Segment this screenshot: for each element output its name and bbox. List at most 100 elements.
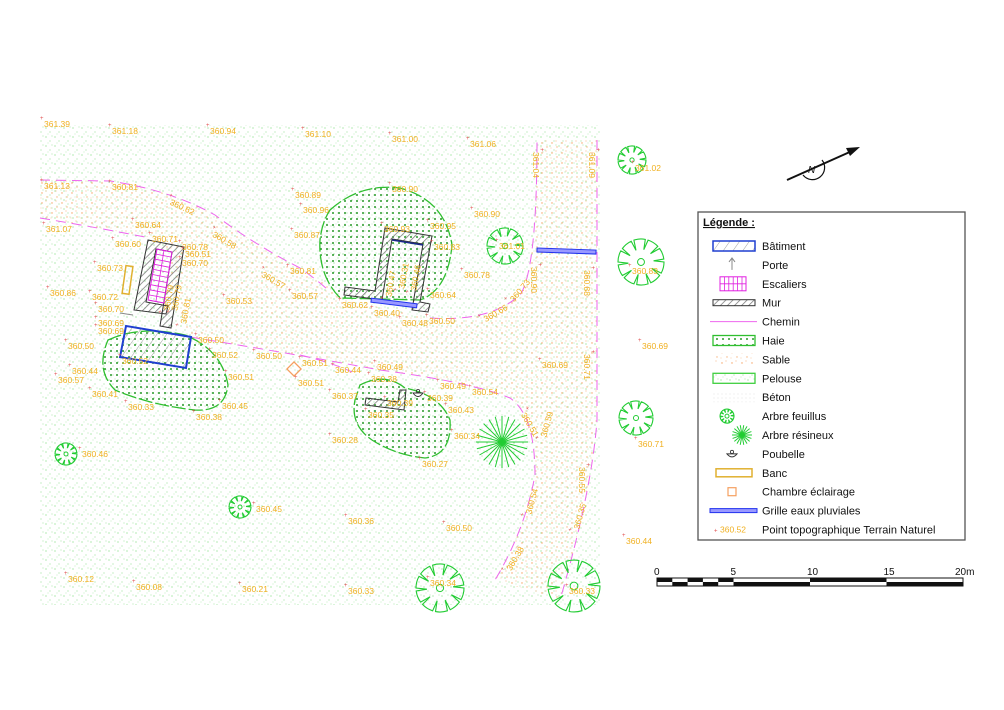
svg-text:+: + — [466, 136, 470, 142]
spot-height: +361.09 — [587, 148, 600, 178]
svg-text:+: + — [477, 313, 483, 320]
spot-height-label: 360.90 — [474, 209, 500, 219]
spot-height-label: 360.60 — [115, 239, 141, 249]
spot-height-label: 360.51 — [228, 372, 254, 382]
spot-height-label: 360.39 — [427, 393, 453, 403]
spot-height: +361.06 — [466, 136, 496, 149]
legend-item-arbre-feuillus: Arbre feuillus — [719, 408, 827, 424]
spot-height: +360.21 — [238, 581, 268, 594]
spot-height-label: 361.07 — [46, 224, 72, 234]
spot-height-label: 360.47 — [383, 270, 397, 298]
svg-text:+: + — [714, 529, 718, 535]
spot-height: +360.81 — [108, 179, 138, 192]
spot-height: +360.34 — [450, 428, 480, 441]
svg-text:+: + — [291, 187, 295, 193]
svg-text:+: + — [423, 390, 427, 396]
beton-area — [389, 243, 421, 302]
svg-text:+: + — [218, 398, 222, 404]
spot-height: +360.71 — [148, 231, 178, 244]
legend-point-sample: 360.52 — [720, 525, 746, 535]
spot-height: +360.72 — [88, 289, 118, 302]
svg-text:+: + — [94, 301, 98, 307]
spot-height-label: 360.46 — [408, 264, 422, 292]
svg-text:+: + — [388, 181, 392, 187]
hedge-bottom — [353, 378, 451, 459]
spot-height-label: 360.71 — [152, 234, 178, 244]
spot-height: +360.71 — [634, 436, 664, 449]
svg-text:+: + — [68, 363, 72, 369]
legend-symbol-chambre-icon — [727, 487, 737, 497]
spot-height: +360.44 — [331, 362, 361, 375]
svg-text:+: + — [436, 378, 440, 384]
spot-height: +360.50 — [64, 338, 94, 351]
legend-label: Mur — [762, 298, 781, 310]
storm-grate — [370, 297, 418, 309]
spot-height: +360.69 — [94, 315, 124, 328]
svg-text:+: + — [500, 566, 507, 572]
spot-height-label: 360.57 — [58, 375, 84, 385]
spot-height-label: 360.81 — [112, 182, 138, 192]
legend-item-haie: Haie — [712, 334, 785, 348]
svg-text:+: + — [40, 178, 44, 184]
spot-height-label: 360.86 — [50, 288, 76, 298]
legend-symbol-arbre-feuillus-icon — [719, 408, 735, 424]
spot-height: +360.33 — [565, 583, 595, 596]
svg-text:+: + — [194, 332, 198, 338]
deciduous-tree-icon — [617, 145, 647, 175]
spot-height-label: 360.33 — [128, 402, 154, 412]
spot-height-label: 360.70 — [182, 258, 208, 268]
spot-height: +360.83 — [628, 263, 658, 276]
svg-text:+: + — [370, 305, 374, 311]
spot-height: +360.49 — [436, 378, 466, 391]
spot-height: +360.87 — [290, 227, 320, 240]
legend-label: Escaliers — [762, 279, 807, 291]
lighting-chamber — [286, 361, 302, 377]
svg-text:+: + — [178, 239, 182, 245]
spot-height-label: 360.83 — [434, 242, 460, 252]
spot-height-label: 360.94 — [210, 126, 236, 136]
spot-height: +360.51 — [294, 375, 324, 388]
spot-height-label: 360.81 — [178, 297, 192, 325]
spot-height-label: 360.50 — [429, 316, 455, 326]
spot-height: +360.94 — [206, 123, 236, 136]
legend: Légende : BâtimentPorteEscaliersMurChemi… — [697, 211, 966, 541]
legend-label: Béton — [762, 392, 791, 404]
legend-symbol-grille-icon — [709, 508, 758, 514]
wall-stairs — [133, 239, 185, 329]
svg-text:+: + — [338, 297, 342, 303]
spot-height: +361.39 — [40, 116, 70, 129]
spot-height: +360.52 — [118, 353, 148, 366]
spot-height-label: 360.72 — [92, 292, 118, 302]
spot-height: +360.46 — [405, 264, 423, 294]
scale-tick-label: 20m — [955, 567, 974, 578]
svg-text:+: + — [64, 338, 68, 344]
svg-text:+: + — [211, 225, 217, 232]
spot-height-label: 361.02 — [635, 163, 661, 173]
svg-text:+: + — [94, 315, 98, 321]
spot-height: +360.81 — [286, 263, 316, 276]
spot-height-label: 360.69 — [98, 326, 124, 336]
spot-height-label: 360.64 — [135, 220, 161, 230]
spot-height-label: 360.38 — [371, 374, 397, 384]
spot-height-label: 360.50 — [446, 523, 472, 533]
spot-height-label: 360.38 — [196, 412, 222, 422]
spot-height-label: 360.44 — [335, 365, 361, 375]
legend-item-poubelle: Poubelle — [725, 449, 805, 461]
legend-item-pelouse: Pelouse — [712, 372, 802, 385]
spot-height-label: 360.79 — [161, 284, 175, 312]
svg-text:+: + — [108, 179, 112, 185]
spot-height-label: 360.55 — [577, 467, 587, 493]
spot-height-label: 360.39 — [387, 398, 413, 408]
spot-height: +361.00 — [388, 131, 418, 144]
spot-height: +360.51 — [181, 246, 211, 259]
building-top-edge — [391, 239, 424, 246]
svg-text:+: + — [40, 116, 44, 122]
svg-text:+: + — [238, 581, 242, 587]
spot-height: +360.93 — [380, 221, 410, 234]
spot-height: +360.79 — [166, 284, 184, 314]
svg-text:+: + — [192, 409, 196, 415]
spot-height-label: 361.06 — [470, 139, 496, 149]
svg-text:+: + — [88, 289, 92, 295]
spot-height-label: 360.83 — [632, 266, 658, 276]
